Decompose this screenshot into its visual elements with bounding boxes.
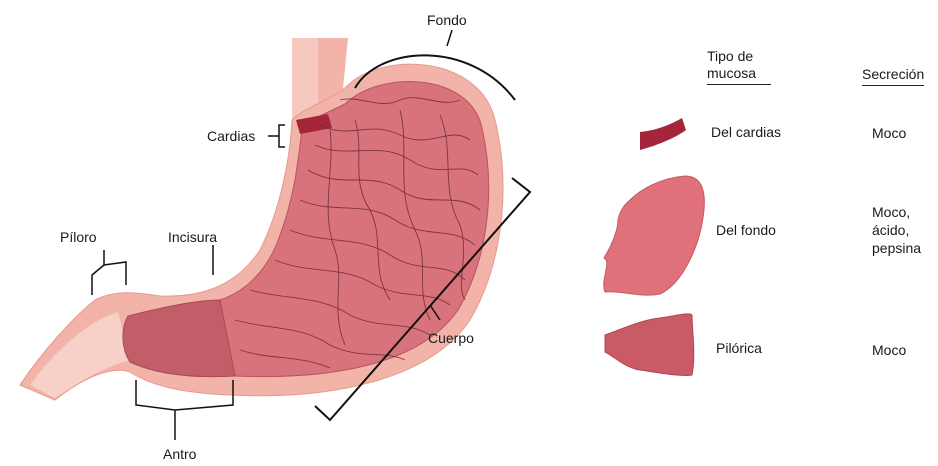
row-cardias-mucosa: Del cardias: [711, 124, 781, 141]
fondo-leader: [447, 30, 452, 46]
header-mucosa: Tipo de mucosa: [707, 48, 771, 85]
header-mucosa-line2: mucosa: [707, 65, 771, 85]
label-cuerpo: Cuerpo: [428, 330, 474, 347]
secrecion-line: Moco,: [872, 203, 921, 221]
header-mucosa-line1: Tipo de: [707, 48, 771, 65]
row-cardias-secrecion: Moco: [872, 124, 906, 142]
piloro-brace: [92, 250, 126, 295]
row-pilorica-mucosa: Pilórica: [716, 340, 762, 357]
secrecion-line: pepsina: [872, 239, 921, 257]
cardias-brace: [268, 125, 285, 147]
label-piloro: Píloro: [60, 229, 97, 246]
secrecion-line: ácido,: [872, 221, 921, 239]
label-antro: Antro: [163, 446, 196, 463]
label-fondo: Fondo: [427, 12, 467, 29]
row-fondo-mucosa: Del fondo: [716, 222, 776, 239]
row-fondo-secrecion: Moco, ácido, pepsina: [872, 203, 921, 257]
row-pilorica-secrecion: Moco: [872, 341, 906, 359]
secrecion-line: Moco: [872, 341, 906, 359]
secrecion-line: Moco: [872, 124, 906, 142]
pilorica-swatch: [605, 314, 694, 376]
header-secrecion: Secreción: [862, 66, 924, 86]
fondo-swatch: [604, 176, 705, 295]
label-cardias: Cardias: [207, 128, 255, 145]
cardias-swatch: [640, 118, 686, 150]
label-incisura: Incisura: [168, 229, 217, 246]
